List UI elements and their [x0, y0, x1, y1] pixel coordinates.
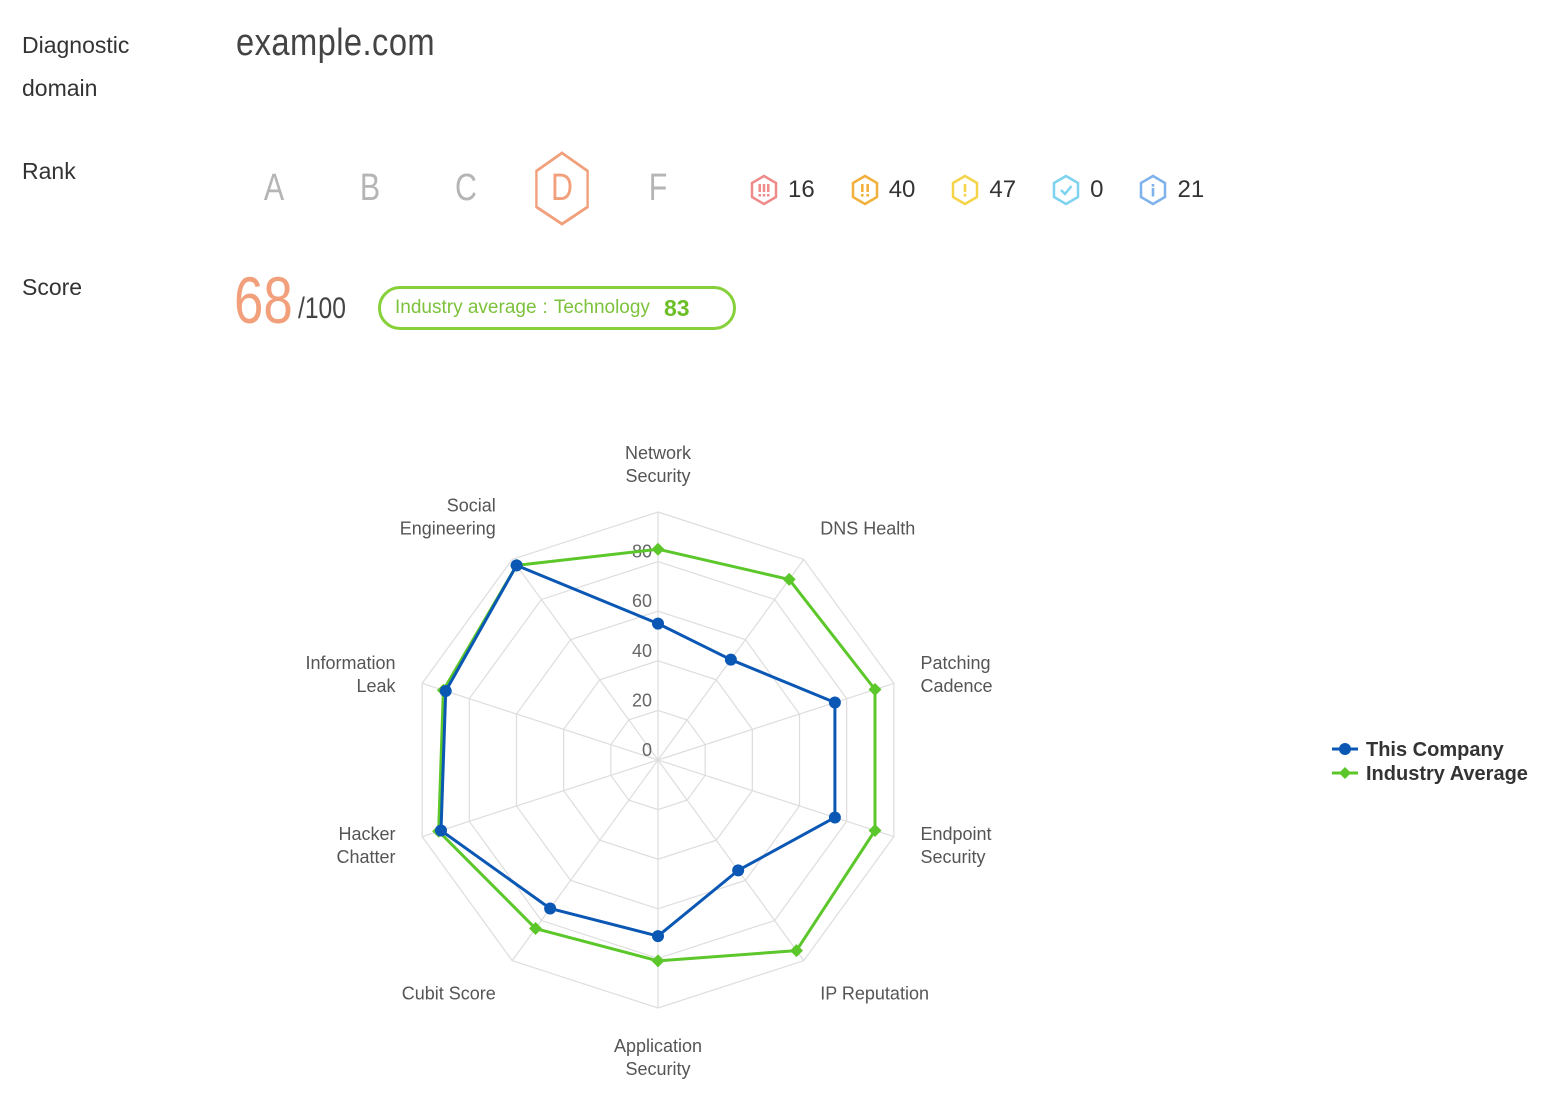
tick-label: 60 [632, 591, 652, 611]
rank-grades: A B C D F [226, 150, 706, 226]
industry-average-separator: : [542, 297, 548, 318]
legend-marker-circle [1339, 743, 1351, 755]
info-issue-count[interactable]: 21 [1139, 174, 1204, 206]
series-line-this-company [439, 563, 837, 938]
medium-issue-icon [952, 174, 979, 206]
grade-a: A [263, 166, 285, 209]
score-value: 68 [234, 263, 293, 337]
critical-issue-count[interactable]: 16 [750, 174, 815, 206]
industry-average-label: Industry average [395, 297, 537, 318]
medium-issue-count[interactable]: 47 [951, 174, 1016, 206]
grid-spoke [421, 682, 659, 761]
axis-label: Cubit Score [402, 983, 496, 1003]
grid-spoke [511, 559, 659, 761]
data-point-this-company [544, 902, 557, 915]
issue-counts: 16 40 47 0 21 [750, 174, 1240, 206]
industry-average-badge: Industry average : Technology 83 [378, 286, 736, 330]
data-point-industry-average [651, 954, 665, 968]
data-point-this-company [652, 617, 664, 630]
high-issue-icon [851, 174, 878, 206]
hexagon-icon [535, 151, 589, 226]
info-issue-icon [1140, 174, 1167, 206]
data-point-industry-average [651, 542, 665, 556]
series-line-industry-average [437, 547, 877, 963]
score-max: /100 [298, 292, 346, 325]
data-point-industry-average [868, 682, 882, 696]
grid-spoke [421, 759, 659, 838]
tick-label: 40 [632, 641, 652, 661]
data-point-this-company [652, 930, 664, 943]
data-point-industry-average [868, 824, 882, 838]
grid-spoke [657, 759, 895, 838]
critical-issue-icon [750, 174, 778, 206]
legend-marker-diamond [1339, 767, 1351, 779]
industry-average-value: 83 [663, 294, 690, 321]
rank-label: Rank [22, 158, 76, 184]
legend-label: This Company [1366, 739, 1505, 761]
data-point-this-company [828, 811, 841, 824]
axis-label: DNS Health [820, 519, 915, 539]
high-issue-count[interactable]: 40 [851, 174, 915, 206]
score-label: Score [22, 274, 83, 300]
grade-d-active: D [524, 150, 601, 226]
grade-c: C [455, 166, 477, 209]
grade-b: B [359, 166, 381, 209]
data-point-this-company [732, 864, 745, 877]
data-point-industry-average [789, 944, 803, 958]
data-point-this-company [724, 653, 737, 666]
grid-spoke [657, 682, 895, 761]
data-point-this-company [439, 685, 452, 698]
domain-value: example.com [236, 22, 436, 64]
data-point-this-company [828, 696, 841, 709]
passed-check-icon [1052, 174, 1080, 206]
data-point-industry-average [529, 922, 543, 936]
data-point-industry-average [782, 572, 796, 586]
industry-name: Technology [553, 297, 650, 318]
axis-label: IP Reputation [820, 983, 929, 1003]
diagnostic-domain-label: Diagnostic domain [22, 32, 130, 101]
legend-label: Industry Average [1366, 763, 1528, 785]
tick-label: 0 [642, 740, 652, 760]
passed-check-count[interactable]: 0 [1052, 174, 1103, 206]
data-point-this-company [510, 559, 523, 572]
tick-label: 20 [632, 690, 652, 710]
grade-f: F [648, 166, 668, 209]
grid-spoke [657, 759, 805, 961]
data-point-this-company [435, 824, 448, 837]
